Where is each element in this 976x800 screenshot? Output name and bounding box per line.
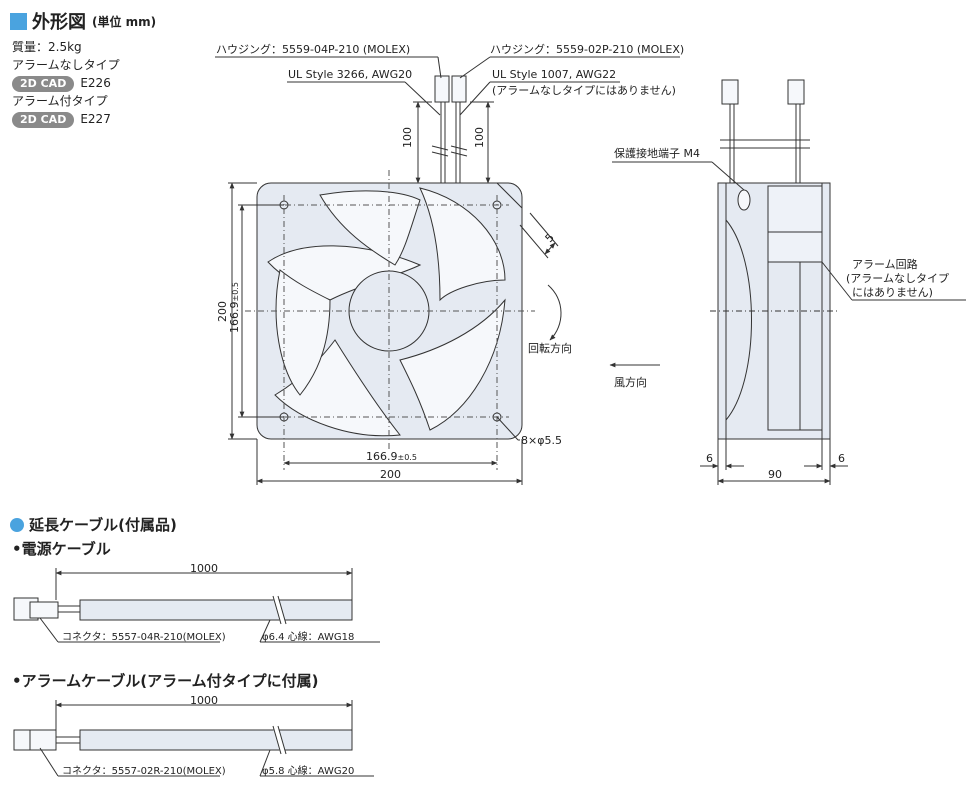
power-length-label: 1000 [190, 562, 218, 575]
flange-left-label: 6 [706, 452, 713, 465]
alarm-code[interactable]: E227 [80, 112, 111, 126]
spec-block: 質量：2.5kg アラームなしタイプ 2D CAD E226 アラーム付タイプ 2… [12, 38, 120, 128]
depth-label: 90 [768, 468, 782, 481]
no-alarm-code[interactable]: E226 [80, 76, 111, 90]
alarm-connector-label: コネクタ：5557-02R-210(MOLEX) [62, 765, 226, 777]
alarm-cable-drawing [13, 700, 374, 777]
holes-label: 8×φ5.5 [521, 434, 562, 447]
cad-badge-no-alarm[interactable]: 2D CAD [12, 76, 75, 92]
unit-label: (単位 mm) [92, 14, 157, 29]
power-cable-heading: •電源ケーブル [12, 540, 111, 558]
side-view [609, 79, 966, 485]
mass-text: 質量：2.5kg [12, 40, 82, 54]
flange-right-label: 6 [838, 452, 845, 465]
housing-2p-label: ハウジング：5559-02P-210 (MOLEX) [490, 42, 684, 56]
ground-terminal-label: 保護接地端子 M4 [614, 146, 700, 160]
airflow-label: 風方向 [614, 375, 647, 389]
section-bullet-icon [10, 517, 24, 532]
outer-width-label: 200 [380, 468, 401, 481]
alarm-circuit-label-2: (アラームなしタイプ [846, 272, 949, 285]
connector-2p [451, 75, 467, 103]
front-view [215, 56, 680, 485]
alarm-circuit-label-3: にはありません) [852, 286, 933, 299]
alarm-circuit-label-1: アラーム回路 [852, 258, 918, 271]
cad-badge-alarm[interactable]: 2D CAD [12, 112, 75, 128]
title-marker-icon [10, 12, 27, 30]
lead-length-right: 100 [473, 127, 486, 148]
outer-height-label: 200 [216, 301, 229, 322]
alarm-type-label: アラーム付タイプ [12, 94, 108, 108]
fan-blades [267, 187, 506, 437]
pitch-h-label: 166.9±0.5 [366, 450, 417, 463]
alarm-spec-label: φ5.8 心線：AWG20 [262, 764, 354, 777]
power-connector-label: コネクタ：5557-04R-210(MOLEX) [62, 631, 226, 643]
connector-4p [434, 75, 450, 103]
title-text: 外形図 [32, 12, 86, 33]
housing-4p-label: ハウジング：5559-04P-210 (MOLEX) [216, 42, 410, 56]
page-title: 外形図 (単位 mm) [10, 8, 156, 34]
no-alarm-type-label: アラームなしタイプ [12, 58, 120, 72]
power-spec-label: φ6.4 心線：AWG18 [262, 630, 354, 643]
power-cable-drawing [13, 568, 380, 643]
alarm-length-label: 1000 [190, 694, 218, 707]
extension-section-title: 延長ケーブル(付属品) [10, 514, 177, 535]
ul1007-note: (アラームなしタイプにはありません) [492, 84, 676, 97]
ul3266-label: UL Style 3266, AWG20 [288, 68, 412, 81]
alarm-cable-heading: •アラームケーブル(アラーム付タイプに付属) [12, 672, 319, 690]
lead-length-left: 100 [401, 127, 414, 148]
pitch-v-label: 166.9±0.5 [228, 282, 241, 333]
ul1007-label: UL Style 1007, AWG22 [492, 68, 616, 81]
rotation-label: 回転方向 [528, 341, 572, 355]
